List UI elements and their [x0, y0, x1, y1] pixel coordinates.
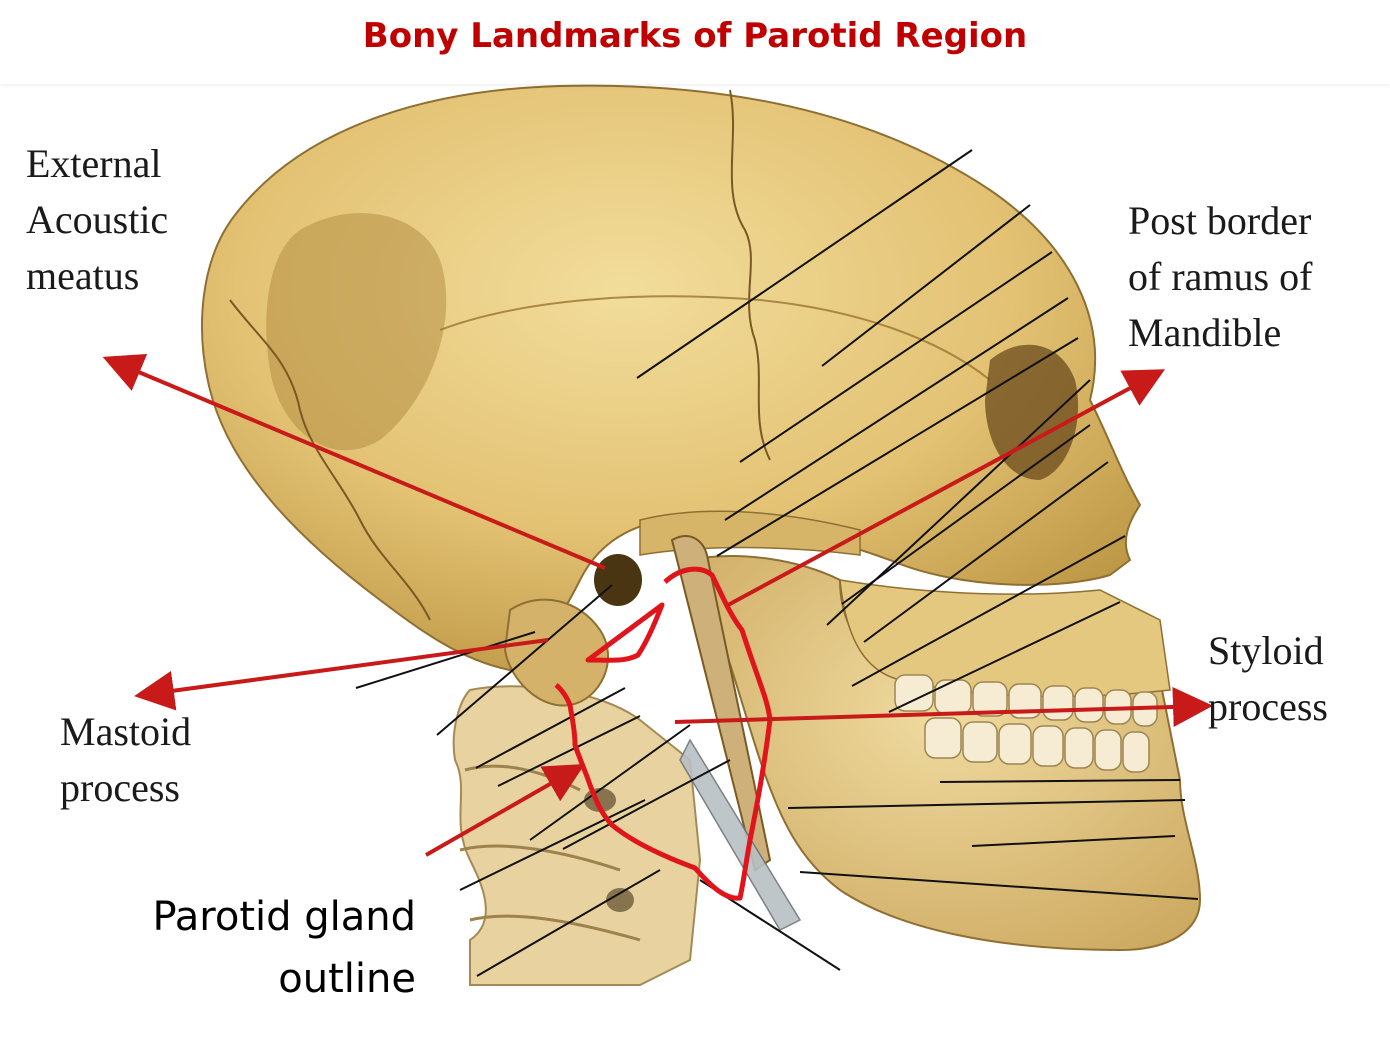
label-line: of ramus of [1128, 254, 1313, 299]
arrow-parotid-gland [425, 764, 585, 857]
page-title: Bony Landmarks of Parotid Region [362, 16, 1028, 56]
label-mastoid-process: Mastoid process [60, 704, 191, 816]
label-post-border-ramus: Post border of ramus of Mandible [1128, 193, 1312, 361]
label-line: process [60, 765, 180, 810]
label-line: outline [278, 956, 416, 1002]
label-line: Post border [1128, 198, 1312, 243]
arrow-external-acoustic-meatus [102, 353, 606, 570]
label-arrows [102, 353, 1213, 857]
title-bar: Bony Landmarks of Parotid Region [0, 0, 1390, 84]
styloid-process-icon [670, 535, 802, 931]
parotid-outline-path [554, 566, 773, 901]
label-line: External [26, 141, 162, 186]
label-line: Mandible [1128, 310, 1282, 355]
label-line: Parotid gland [152, 894, 416, 940]
cervical-vertebrae-icon [452, 685, 702, 986]
cranium-icon [201, 84, 1142, 672]
arrow-post-border-ramus [727, 369, 1166, 607]
acoustic-meatus-opening [594, 554, 642, 606]
mastoid-region-icon [503, 554, 642, 707]
label-external-acoustic-meatus: External Acoustic meatus [26, 136, 168, 304]
label-line: process [1208, 684, 1328, 729]
arrow-styloid-process [674, 686, 1213, 727]
label-line: meatus [26, 253, 140, 298]
label-line: Acoustic [26, 197, 169, 242]
label-line: Mastoid [60, 709, 192, 754]
label-line: Styloid [1208, 628, 1324, 673]
label-styloid-process: Styloid process [1208, 623, 1328, 735]
label-parotid-gland-outline: Parotid gland outline [148, 886, 416, 1010]
arrow-mastoid-process [134, 638, 549, 711]
leader-lines [355, 149, 1199, 977]
